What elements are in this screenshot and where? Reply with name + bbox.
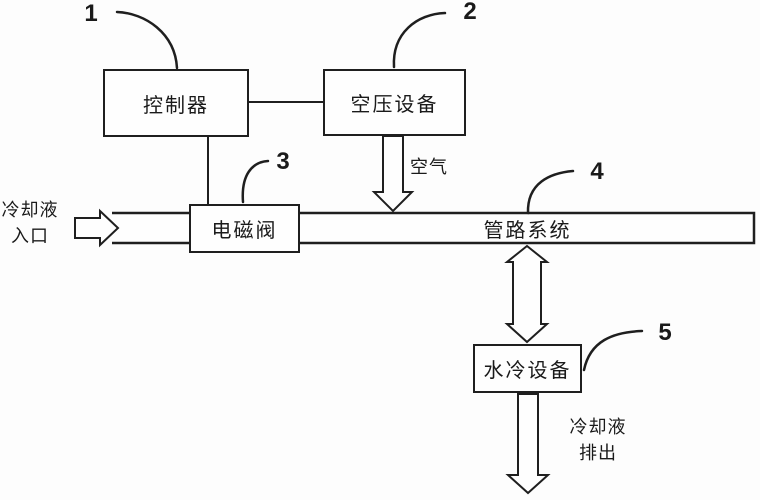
coolant-inlet-label-line2: 入口: [11, 226, 49, 246]
pipe-system-label-container: 管路系统: [300, 213, 755, 243]
ref-number-4: 4: [590, 158, 604, 185]
coolant-outlet-label-line2: 排出: [579, 443, 617, 463]
air-flow-arrow-icon: [371, 135, 415, 213]
box-controller-label: 控制器: [143, 94, 209, 117]
box-controller: 控制器: [103, 69, 249, 137]
leader-line-4: [526, 169, 575, 215]
air-label: 空气: [410, 157, 448, 177]
ref-number-3: 3: [276, 148, 290, 175]
box-solenoid-valve-label: 电磁阀: [211, 220, 278, 242]
coolant-outlet-arrow-icon: [505, 393, 551, 495]
ref-number-1: 1: [84, 0, 98, 27]
leader-line-3: [241, 159, 270, 204]
pipe-system-label: 管路系统: [483, 219, 572, 242]
pipe-watercooler-bidirectional-arrow-icon: [504, 244, 550, 344]
ref-number-5: 5: [658, 319, 672, 346]
coolant-outlet-label-line1: 冷却液: [569, 417, 627, 437]
leader-line-2: [392, 11, 447, 69]
box-air-compressor: 空压设备: [323, 69, 466, 136]
coolant-inlet-arrow-icon: [74, 208, 120, 248]
box-air-compressor-label: 空压设备: [350, 94, 439, 116]
box-solenoid-valve: 电磁阀: [189, 204, 300, 253]
box-water-cooler: 水冷设备: [473, 344, 582, 393]
coolant-outlet-label: 冷却液 排出: [570, 414, 627, 466]
ref-number-2: 2: [463, 0, 477, 25]
leader-line-5: [582, 329, 644, 372]
coolant-inlet-label-line1: 冷却液: [1, 200, 59, 220]
box-water-cooler-label: 水冷设备: [483, 360, 572, 382]
coolant-inlet-label: 冷却液 入口: [2, 197, 59, 249]
leader-line-1: [115, 10, 179, 70]
